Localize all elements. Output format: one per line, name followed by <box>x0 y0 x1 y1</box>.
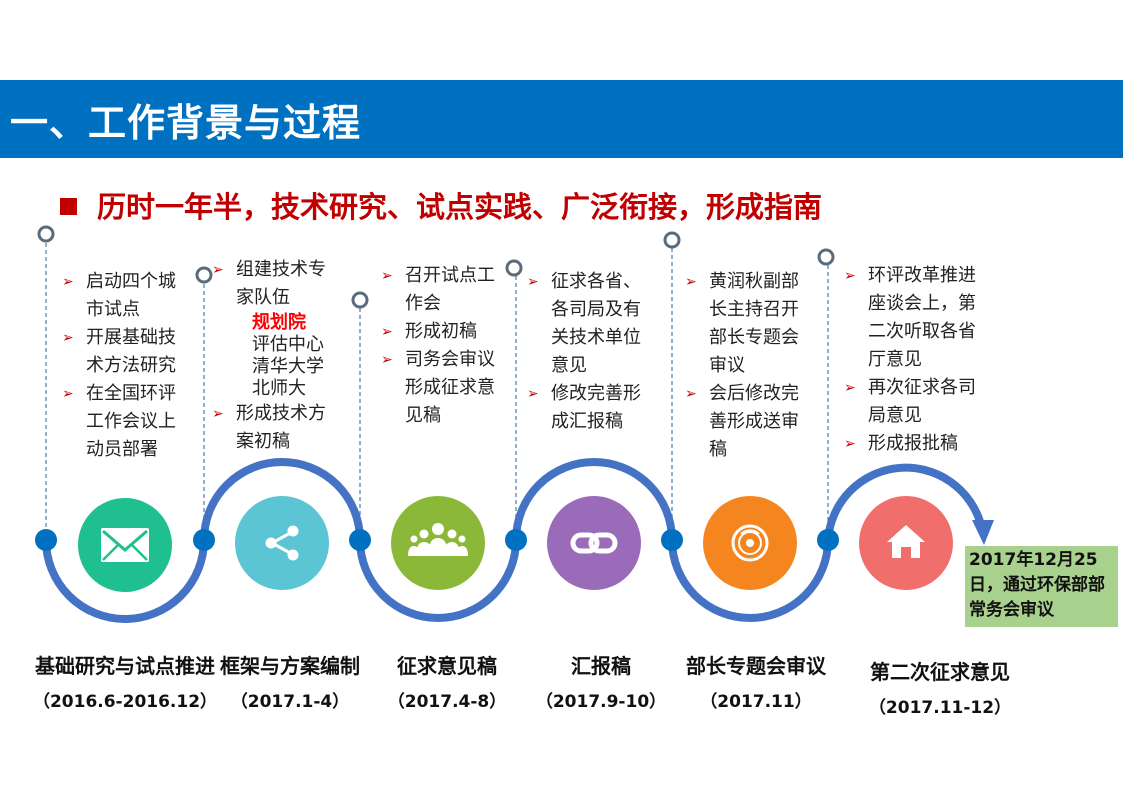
list-item: ➢启动四个城市试点 <box>62 268 184 324</box>
stage-date: （2017.9-10） <box>535 692 667 712</box>
milestone-ring-4 <box>505 259 523 277</box>
stage-date: （2017.11） <box>700 692 812 712</box>
list-item: ➢修改完善形成汇报稿 <box>527 380 652 436</box>
disc-icon <box>731 524 769 562</box>
joint-dot-6 <box>817 529 839 551</box>
list-item: ➢征求各省、各司局及有关技术单位意见 <box>527 268 652 380</box>
stage-date: （2017.11-12） <box>868 698 1012 718</box>
stage-2-details: ➢组建技术专家队伍 规划院 评估中心 清华大学 北师大 ➢形成技术方案初稿 <box>212 256 342 456</box>
milestone-ring-6 <box>817 248 835 266</box>
expert-unit: 清华大学 <box>252 356 324 377</box>
timeline-arc-5 <box>668 536 832 622</box>
people-icon <box>408 523 468 556</box>
arrow-bullet-icon: ➢ <box>844 436 856 452</box>
mail-icon <box>101 528 149 562</box>
timeline-arc-4 <box>512 458 676 544</box>
arrow-bullet-icon: ➢ <box>381 268 393 284</box>
stage-name: 第二次征求意见 <box>870 660 1010 684</box>
stage-label-5: 部长专题会审议 （2017.11） <box>676 650 836 712</box>
arrow-bullet-icon: ➢ <box>527 274 539 290</box>
stage-label-6: 第二次征求意见 （2017.11-12） <box>855 656 1025 718</box>
arrow-bullet-icon: ➢ <box>381 352 393 368</box>
timeline-arc-6 <box>824 463 985 544</box>
stage-4-details: ➢征求各省、各司局及有关技术单位意见 ➢修改完善形成汇报稿 <box>527 268 652 436</box>
stage-6-details: ➢环评改革推进座谈会上，第二次听取各省厅意见 ➢再次征求各司局意见 ➢形成报批稿 <box>844 262 986 458</box>
joint-dot-2 <box>193 529 215 551</box>
subtitle: 历时一年半，技术研究、试点实践、广泛衔接，形成指南 <box>60 184 822 226</box>
stage-3-details: ➢召开试点工作会 ➢形成初稿 ➢司务会审议形成征求意见稿 <box>381 262 503 430</box>
timeline-arc-1 <box>42 536 208 623</box>
list-item: ➢开展基础技术方法研究 <box>62 324 184 380</box>
final-approval-box: 2017年12月25日，通过环保部部常务会审议 <box>965 546 1118 627</box>
stage-name: 基础研究与试点推进 <box>35 654 215 678</box>
link-icon <box>570 532 618 554</box>
milestone-ring-5 <box>663 231 681 249</box>
arrow-bullet-icon: ➢ <box>844 380 856 396</box>
subtitle-text: 历时一年半，技术研究、试点实践、广泛衔接，形成指南 <box>97 190 823 224</box>
arrow-bullet-icon: ➢ <box>62 274 74 290</box>
joint-dot-3 <box>349 529 371 551</box>
list-item: ➢在全国环评工作会议上动员部署 <box>62 380 184 464</box>
arrow-bullet-icon: ➢ <box>62 330 74 346</box>
arrow-bullet-icon: ➢ <box>62 386 74 402</box>
arrow-bullet-icon: ➢ <box>685 386 697 402</box>
stage-1-details: ➢启动四个城市试点 ➢开展基础技术方法研究 ➢在全国环评工作会议上动员部署 <box>62 268 184 464</box>
stage-date: （2017.1-4） <box>230 692 350 712</box>
joint-dot-4 <box>505 529 527 551</box>
stage-label-2: 框架与方案编制 （2017.1-4） <box>200 650 380 712</box>
timeline-arc-2 <box>200 458 364 544</box>
milestone-ring-3 <box>351 291 369 309</box>
arrow-bullet-icon: ➢ <box>527 386 539 402</box>
arrow-bullet-icon: ➢ <box>212 262 224 278</box>
stage-date: （2016.6-2016.12） <box>32 692 218 712</box>
stage-circle-4 <box>547 496 641 590</box>
stage-name: 框架与方案编制 <box>220 654 360 678</box>
list-item: ➢组建技术专家队伍 <box>212 256 342 312</box>
arrow-bullet-icon: ➢ <box>844 268 856 284</box>
stage-name: 汇报稿 <box>571 654 631 678</box>
stage-label-3: 征求意见稿 （2017.4-8） <box>372 650 522 712</box>
stage-label-4: 汇报稿 （2017.9-10） <box>526 650 676 712</box>
list-item: ➢司务会审议形成征求意见稿 <box>381 346 503 430</box>
share-icon <box>265 525 299 561</box>
expert-unit: 评估中心 <box>252 334 324 355</box>
joint-dot-5 <box>661 529 683 551</box>
arrow-bullet-icon: ➢ <box>212 406 224 422</box>
timeline-arc-3 <box>356 536 520 622</box>
page-title: 一、工作背景与过程 <box>10 101 362 145</box>
list-item: ➢环评改革推进座谈会上，第二次听取各省厅意见 <box>844 262 986 374</box>
stage-5-details: ➢黄润秋副部长主持召开部长专题会审议 ➢会后修改完善形成送审稿 <box>685 268 809 464</box>
square-bullet-icon <box>60 197 77 215</box>
joint-dot-1 <box>35 529 57 551</box>
arrow-bullet-icon: ➢ <box>685 274 697 290</box>
stage-date: （2017.4-8） <box>387 692 507 712</box>
arrow-bullet-icon: ➢ <box>381 324 393 340</box>
list-item: ➢会后修改完善形成送审稿 <box>685 380 809 464</box>
expert-unit: 北师大 <box>252 378 306 399</box>
list-item: ➢再次征求各司局意见 <box>844 374 986 430</box>
home-icon <box>887 525 925 558</box>
stage-circle-2 <box>235 496 329 590</box>
timeline-arrowhead <box>972 520 994 545</box>
milestone-ring-2 <box>195 266 213 284</box>
list-item: ➢召开试点工作会 <box>381 262 503 318</box>
stage-name: 征求意见稿 <box>397 654 497 678</box>
stage-name: 部长专题会审议 <box>686 654 826 678</box>
list-item: ➢形成技术方案初稿 <box>212 400 342 456</box>
milestone-ring-1 <box>37 225 55 243</box>
list-item: ➢黄润秋副部长主持召开部长专题会审议 <box>685 268 809 380</box>
header-bar: 一、工作背景与过程 <box>0 80 1123 158</box>
list-item: ➢形成初稿 <box>381 318 503 346</box>
stage-label-1: 基础研究与试点推进 （2016.6-2016.12） <box>0 650 250 712</box>
list-item: ➢形成报批稿 <box>844 430 986 458</box>
expert-unit-highlight: 规划院 <box>252 312 306 333</box>
